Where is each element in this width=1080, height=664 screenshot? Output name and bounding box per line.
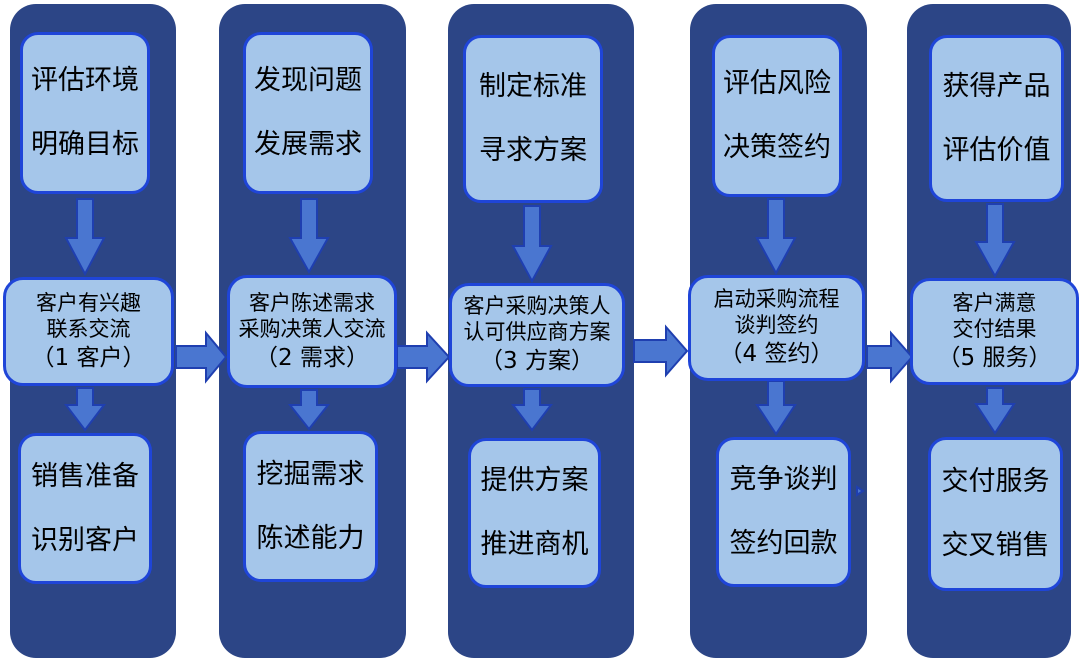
stage-2-middle-line-1: 客户陈述需求 (249, 290, 375, 315)
stage-5-bottom-line-1: 交付服务 (941, 466, 1050, 497)
stage-4-bottom-line-1: 竞争谈判 (729, 464, 838, 495)
stage-3-top-line-1: 制定标准 (479, 71, 587, 102)
stage-1-bottom-line-2: 识别客户 (31, 524, 139, 556)
stage-5-top-line-1: 获得产品 (942, 70, 1051, 102)
stage-4-middle-line-1: 启动采购流程 (713, 287, 840, 311)
stage-5-middle-line-2: 交付结果 (952, 316, 1037, 341)
stage-1-top-line-1: 评估环境 (31, 65, 139, 96)
stage-1-label: （1 客户） (31, 344, 146, 371)
stage-3-middle-line-1: 客户采购决策人 (463, 294, 611, 318)
stage-2-top-line-1: 发现问题 (254, 65, 362, 96)
stage-2-middle-line-2: 采购决策人交流 (238, 316, 386, 341)
right-arrow-4 (866, 330, 914, 384)
stage-3-bottom-line-1: 提供方案 (480, 465, 589, 496)
stage-4-bottom-line-2: 签约回款 (729, 528, 838, 559)
stage-3-bottom-box: 提供方案 推进商机 (468, 438, 601, 588)
stage-3-middle-line-2: 认可供应商方案 (463, 320, 611, 344)
stage-4-middle-box: 启动采购流程 谈判签约 （4 签约） (688, 275, 865, 381)
stage-4-top-box: 评估风险 决策签约 (712, 35, 842, 197)
stage-2-top-box: 发现问题 发展需求 (243, 32, 373, 194)
stage-1-middle-line-2: 联系交流 (46, 316, 131, 341)
stage-5-top-box: 获得产品 评估价值 (929, 35, 1064, 202)
stage-4-top-line-2: 决策签约 (723, 132, 831, 163)
stage-3-top-line-2: 寻求方案 (479, 135, 587, 166)
stage-1-top-box: 评估环境 明确目标 (20, 32, 150, 194)
stage-2-bottom-line-1: 挖掘需求 (256, 458, 365, 490)
stage-2-bottom-box: 挖掘需求 陈述能力 (243, 431, 378, 582)
stage-2-label: （2 需求） (255, 344, 369, 371)
stage-3-bottom-line-2: 推进商机 (480, 529, 589, 560)
stage-1-middle-line-1: 客户有兴趣 (36, 290, 141, 315)
stage-5-bottom-line-2: 交叉销售 (941, 530, 1050, 561)
stage-5-label: （5 服务） (937, 344, 1052, 371)
stage-5-middle-box: 客户满意 交付结果 （5 服务） (910, 278, 1079, 385)
stage-2-middle-box: 客户陈述需求 采购决策人交流 （2 需求） (227, 275, 397, 388)
stage-3-middle-box: 客户采购决策人 认可供应商方案 （3 方案） (449, 283, 625, 387)
stage-3-label: （3 方案） (480, 348, 594, 374)
stage-1-bottom-line-1: 销售准备 (31, 460, 139, 492)
stage-1-top-line-2: 明确目标 (31, 129, 139, 160)
stage-4-top-line-1: 评估风险 (723, 68, 831, 99)
stage-4-label: （4 签约） (719, 341, 834, 367)
stage-5-top-line-2: 评估价值 (942, 134, 1051, 166)
stage-2-top-line-2: 发展需求 (254, 129, 362, 160)
stage-1-bottom-box: 销售准备 识别客户 (18, 433, 152, 584)
stage-2-bottom-line-2: 陈述能力 (256, 522, 365, 554)
stage-4-bottom-box: 竞争谈判 签约回款 (716, 437, 851, 587)
right-arrow-3 (633, 324, 689, 378)
stage-3-top-box: 制定标准 寻求方案 (463, 35, 603, 203)
stage-4-middle-line-2: 谈判签约 (734, 313, 819, 337)
stage-5-middle-line-1: 客户满意 (952, 290, 1037, 315)
stage-5-bottom-box: 交付服务 交叉销售 (928, 437, 1063, 591)
stage-1-middle-box: 客户有兴趣 联系交流 （1 客户） (3, 277, 174, 386)
